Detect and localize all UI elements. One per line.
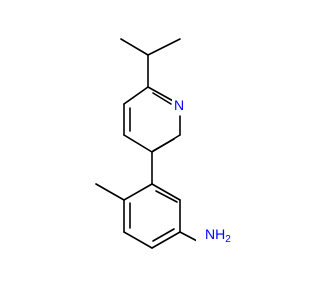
pyridine-c2-n-double-bond: [152, 92, 172, 105]
isopropyl-methyl-right-bond: [147, 38, 181, 56]
amine-nh-text: NH: [205, 226, 225, 242]
pyridine-c3-c2-bond: [123, 86, 149, 105]
aniline-methyl-bond: [95, 183, 125, 201]
aniline-c1-c6-bond: [151, 183, 181, 201]
isopropyl-methyl-left-bond: [120, 38, 149, 56]
pyridine-nitrogen-label: N: [174, 97, 184, 113]
amine-label: NH2: [205, 226, 231, 245]
pyridine-c5-c4-bond: [123, 134, 153, 153]
aniline-c4-c5-double-bond: [152, 228, 175, 242]
aniline-c3-c4-bond: [123, 231, 153, 249]
pyridine-nitrogen-atom: N: [172, 97, 186, 113]
pyridine-c2-n-bond: [147, 86, 176, 103]
aniline-c4-c5-bond: [151, 231, 181, 249]
amine-subscript: 2: [225, 234, 231, 245]
aniline-c1-c6-double-bond: [155, 190, 178, 203]
bond-layer: [95, 38, 200, 249]
aniline-c1-c2-bond: [123, 183, 153, 201]
amine-group: NH2: [196, 225, 231, 251]
pyridine-c6-c5-double-bond: [152, 138, 175, 152]
aniline-amine-bond: [179, 231, 200, 243]
molecule-structure: N NH2: [95, 38, 232, 251]
